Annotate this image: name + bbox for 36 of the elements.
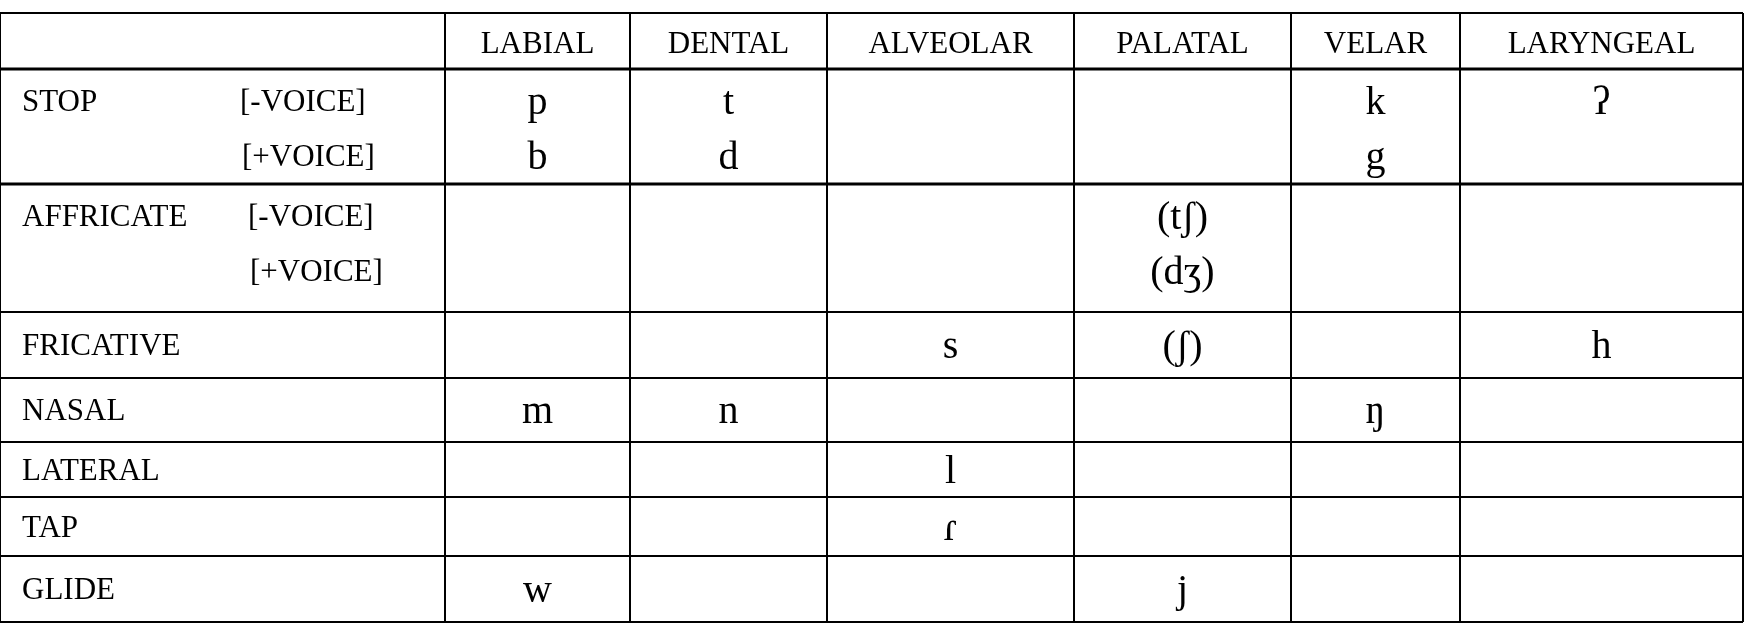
column-header: VELAR: [1323, 25, 1428, 61]
row-header: GLIDE: [22, 571, 115, 607]
phoneme-symbol: w: [523, 567, 552, 611]
feature-label: [+VOICE]: [250, 253, 383, 289]
row-header: TAP: [22, 509, 79, 544]
phoneme-symbol: ɾ: [943, 504, 958, 549]
column-header: DENTAL: [667, 25, 790, 61]
phoneme-symbol: k: [1365, 79, 1386, 123]
phoneme-symbol: p: [527, 79, 548, 123]
column-header: PALATAL: [1116, 25, 1249, 61]
phoneme-symbol: d: [718, 134, 739, 178]
column-header: ALVEOLAR: [868, 25, 1033, 61]
phoneme-symbol: g: [1365, 134, 1386, 178]
row-header: AFFRICATE: [22, 198, 188, 234]
feature-label: [+VOICE]: [242, 138, 375, 174]
feature-label: [-VOICE]: [240, 83, 366, 119]
row-header: LATERAL: [22, 452, 160, 487]
phoneme-symbol: h: [1591, 323, 1612, 367]
row-header: NASAL: [22, 392, 126, 428]
phoneme-symbol: m: [521, 388, 554, 432]
phoneme-symbol: (dʒ): [1150, 249, 1215, 293]
phoneme-symbol: ʔ: [1592, 79, 1611, 123]
phoneme-symbol: s: [942, 323, 959, 367]
phoneme-symbol: b: [527, 134, 548, 178]
row-header: STOP: [22, 83, 98, 119]
phoneme-symbol: n: [718, 388, 739, 432]
phoneme-symbol: (tʃ): [1156, 194, 1209, 238]
phoneme-symbol: t: [722, 79, 735, 123]
phoneme-symbol: ŋ: [1365, 388, 1386, 432]
phoneme-symbol: j: [1176, 567, 1189, 611]
row-header: FRICATIVE: [22, 327, 181, 363]
column-header: LABIAL: [480, 25, 595, 61]
column-header: LARYNGEAL: [1507, 25, 1696, 61]
feature-label: [-VOICE]: [248, 198, 374, 234]
phoneme-symbol: l: [944, 447, 957, 492]
phoneme-symbol: (ʃ): [1162, 323, 1203, 367]
